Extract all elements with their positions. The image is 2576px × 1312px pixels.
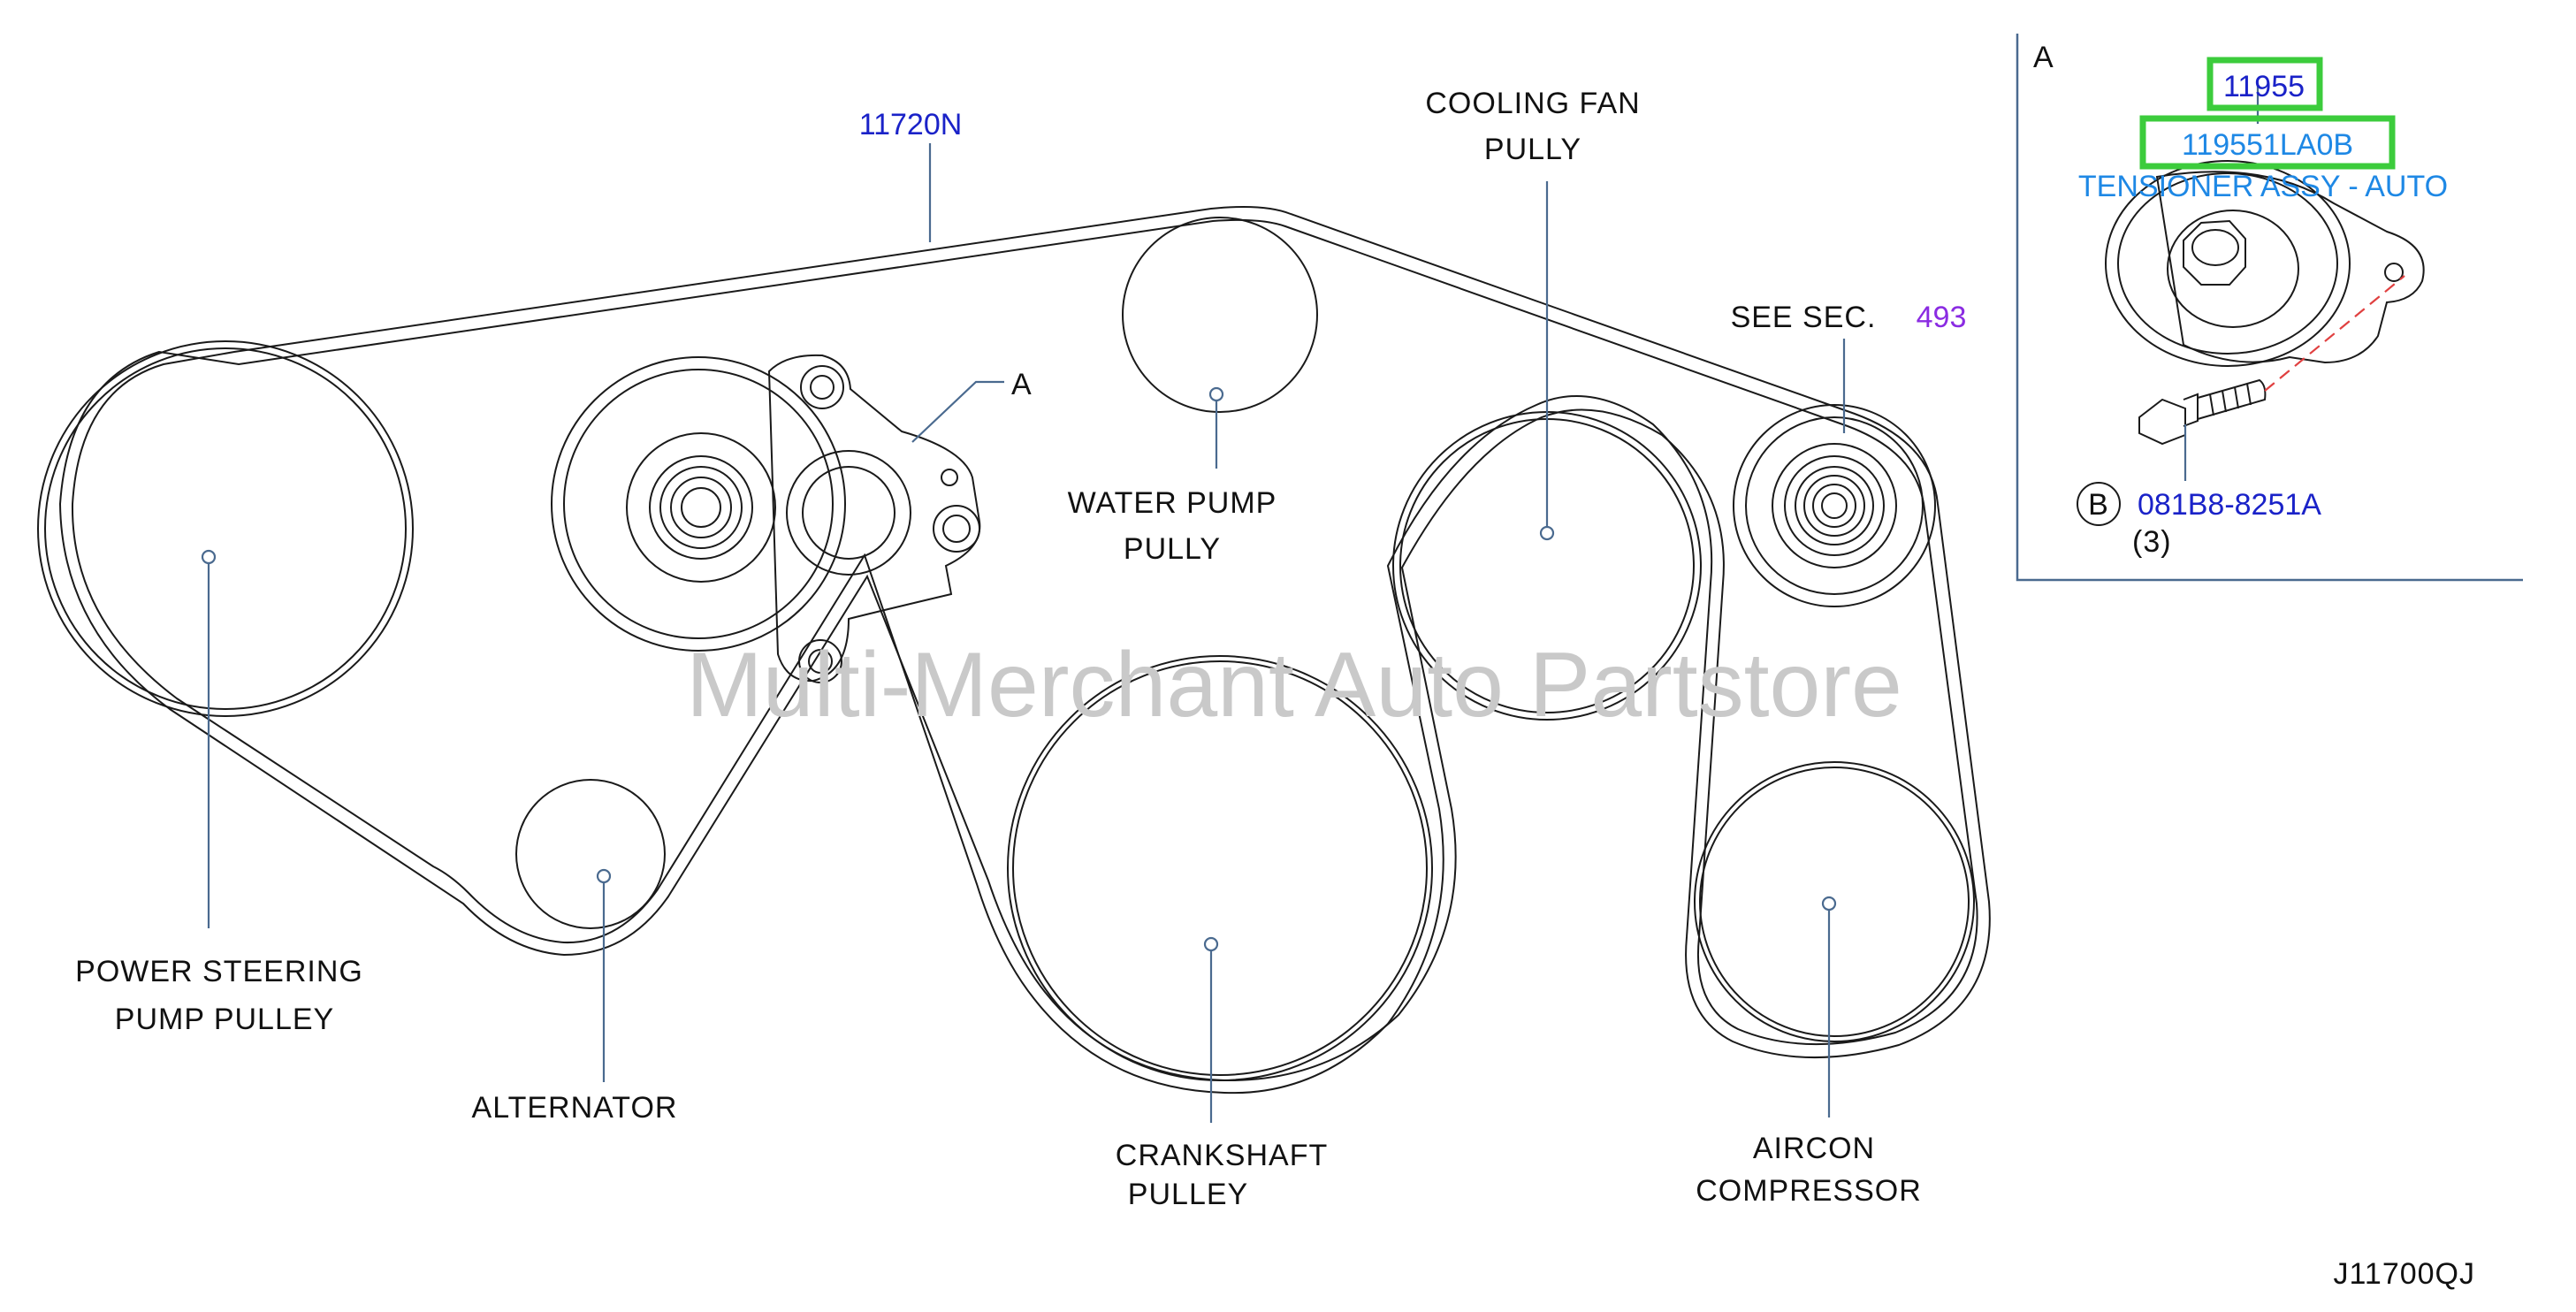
power-steering-pulley — [37, 340, 414, 717]
inset-title: A — [2033, 41, 2054, 74]
watermark: Multi-Merchant Auto Partstore — [686, 634, 1902, 736]
tensioner-assembly — [551, 354, 981, 683]
aircon-compressor-pulley — [1694, 761, 1975, 1042]
power-steering-label-2: PUMP PULLEY — [115, 1003, 334, 1036]
bolt-quantity: (3) — [2132, 525, 2172, 559]
cooling-fan-label-1: COOLING FAN — [1425, 87, 1640, 120]
see-section-label: SEE SEC. — [1731, 301, 1877, 334]
tensioner-inset-drawing — [2105, 160, 2425, 446]
part-group-highlight — [2206, 57, 2323, 111]
alternator-pulley — [515, 779, 666, 929]
power-steering-label-1: POWER STEERING — [75, 955, 363, 988]
leader-lines — [207, 143, 1846, 1123]
water-pump-label-2: PULLY — [1124, 532, 1221, 566]
aircon-label-2: COMPRESSOR — [1696, 1174, 1922, 1208]
drive-belt — [58, 206, 1991, 1095]
diagram-code: J11700QJ — [2334, 1257, 2475, 1291]
water-pump-label-1: WATER PUMP — [1068, 486, 1277, 520]
tensioner-part-number[interactable]: 119551LA0B — [2182, 128, 2353, 162]
bolt-marker-letter: B — [2088, 488, 2109, 522]
bolt-part-number[interactable]: 081B8-8251A — [2138, 488, 2321, 522]
idler-pulley — [1733, 404, 1936, 607]
crankshaft-pulley — [1007, 655, 1433, 1081]
part-group-number[interactable]: 11955 — [2223, 70, 2305, 103]
water-pump-pulley — [1122, 217, 1318, 413]
aircon-label-1: AIRCON — [1753, 1132, 1875, 1165]
bolt-marker-circle — [2077, 482, 2121, 526]
see-section-number[interactable]: 493 — [1917, 301, 1967, 334]
tensioner-part-name[interactable]: TENSIONER ASSY - AUTO — [2078, 170, 2448, 203]
alternator-label: ALTERNATOR — [472, 1091, 678, 1125]
cooling-fan-label-2: PULLY — [1484, 133, 1581, 166]
part-number-highlight — [2139, 115, 2396, 170]
inset-panel: A 11955 119551LA0B TENSIONER ASSY - AUTO — [2016, 34, 2523, 582]
crankshaft-label-1: CRANKSHAFT — [1116, 1139, 1328, 1172]
crankshaft-label-2: PULLEY — [1128, 1178, 1248, 1211]
belt-part-number[interactable]: 11720N — [859, 108, 963, 141]
callout-a-label: A — [1011, 368, 1033, 401]
